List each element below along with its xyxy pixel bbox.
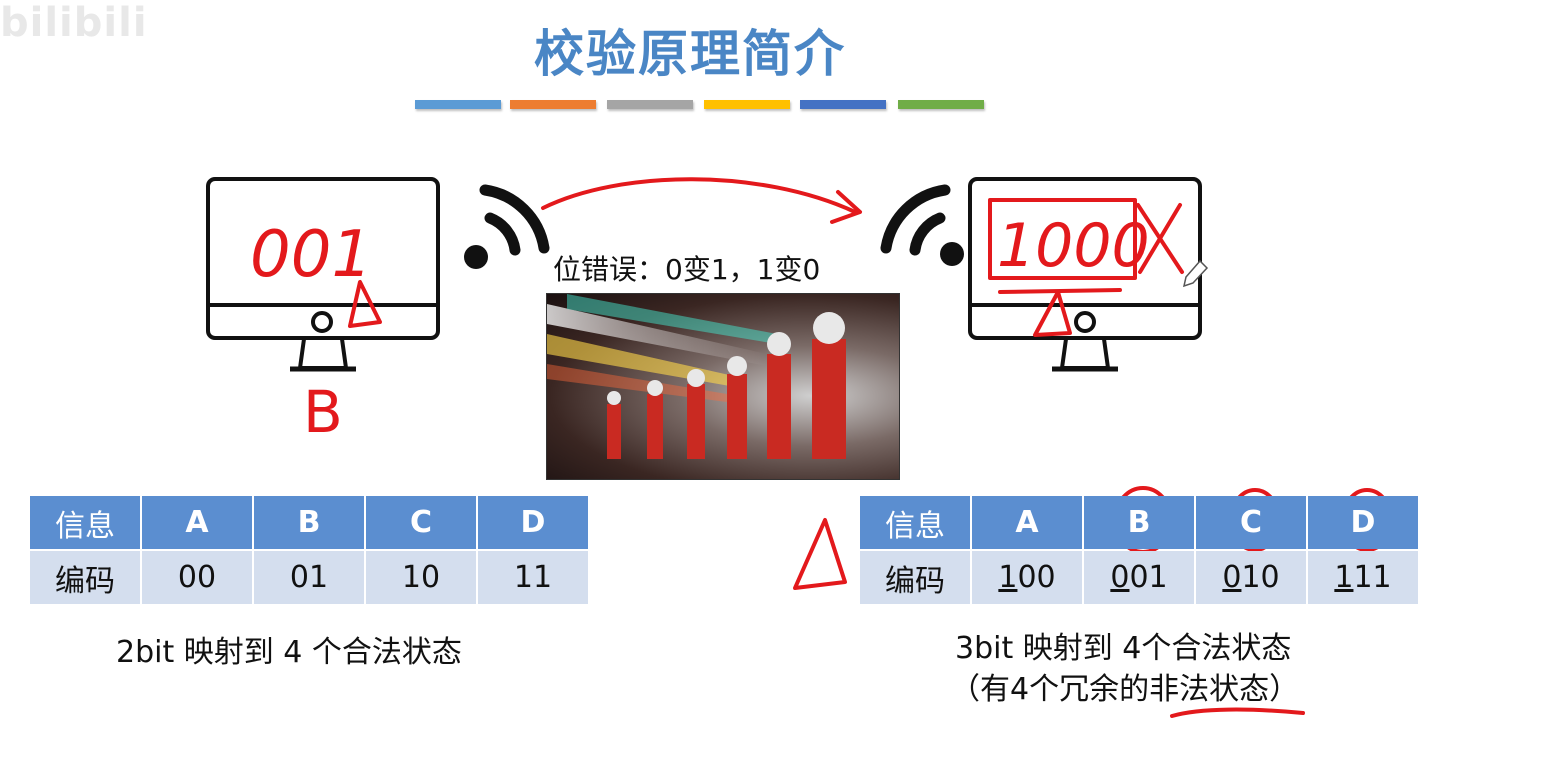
table-header-row: 信息 A B C D xyxy=(860,496,1418,549)
arrow-head xyxy=(830,190,862,224)
table-header-cell: C xyxy=(366,496,476,549)
pencil-icon xyxy=(1182,259,1209,288)
title-bar-5 xyxy=(800,100,886,109)
title-bar-1 xyxy=(415,100,501,109)
transmission-arrow xyxy=(541,177,857,214)
delta-table-mark xyxy=(793,518,847,590)
bit-error-label: 位错误：0变1，1变0 xyxy=(553,253,821,286)
watermark: bilibili xyxy=(0,0,148,46)
parity-bit: 0 xyxy=(1222,560,1242,595)
table-row: 编码 00 01 10 11 xyxy=(30,551,588,604)
title-bar-4 xyxy=(704,100,790,109)
illustration-graphic xyxy=(547,294,846,459)
table-header-cell: D xyxy=(478,496,588,549)
handwritten-value-left: 001 xyxy=(250,218,372,292)
table-header-cell: B xyxy=(1084,496,1194,549)
table-cell: 111 xyxy=(1308,551,1418,604)
table-cell: 11 xyxy=(478,551,588,604)
table-header-cell: B xyxy=(254,496,364,549)
handwritten-value-right: 1000 xyxy=(997,211,1150,281)
right-encoding-table: 信息 A B C D 编码 100 001 010 111 xyxy=(858,494,1420,606)
table-cell: 10 xyxy=(366,551,476,604)
table-cell: 00 xyxy=(142,551,252,604)
table-cell: 001 xyxy=(1084,551,1194,604)
title-bar-6 xyxy=(898,100,984,109)
table-header-cell: A xyxy=(142,496,252,549)
illustration-image xyxy=(546,293,900,480)
table-header-cell: C xyxy=(1196,496,1306,549)
right-monitor-icon xyxy=(968,177,1202,372)
wrong-mark-2 xyxy=(1138,203,1182,274)
table-cell: 010 xyxy=(1196,551,1306,604)
handwritten-label-b: B xyxy=(303,378,343,446)
right-caption-line-1: 3bit 映射到 4个合法状态 xyxy=(955,631,1292,666)
table-row: 编码 100 001 010 111 xyxy=(860,551,1418,604)
wifi-left-icon xyxy=(464,184,550,269)
delta-left-mark xyxy=(348,280,382,328)
table-header-cell: 信息 xyxy=(860,496,970,549)
wifi-right-icon xyxy=(880,184,964,266)
code-bits: 11 xyxy=(1353,560,1392,595)
table-cell: 编码 xyxy=(30,551,140,604)
table-header-row: 信息 A B C D xyxy=(30,496,588,549)
underline-mark xyxy=(998,288,1122,294)
title-bar-2 xyxy=(510,100,596,109)
title-bar-3 xyxy=(607,100,693,109)
delta-right-mark xyxy=(1033,290,1072,337)
table-header-cell: D xyxy=(1308,496,1418,549)
right-caption-line-2: （有4个冗余的非法状态） xyxy=(950,672,1300,707)
left-encoding-table: 信息 A B C D 编码 00 01 10 11 xyxy=(28,494,590,606)
table-cell: 编码 xyxy=(860,551,970,604)
table-header-cell: A xyxy=(972,496,1082,549)
table-cell: 01 xyxy=(254,551,364,604)
left-caption: 2bit 映射到 4 个合法状态 xyxy=(116,635,462,670)
code-bits: 00 xyxy=(1017,560,1056,595)
page-title: 校验原理简介 xyxy=(534,25,846,83)
left-monitor-icon xyxy=(206,177,440,372)
highlight-box xyxy=(988,198,1137,280)
table-cell: 100 xyxy=(972,551,1082,604)
code-bits: 01 xyxy=(1129,560,1168,595)
illegal-underline xyxy=(1170,707,1305,718)
parity-bit: 1 xyxy=(1334,560,1354,595)
table-header-cell: 信息 xyxy=(30,496,140,549)
parity-bit: 0 xyxy=(1110,560,1130,595)
code-bits: 10 xyxy=(1241,560,1280,595)
parity-bit: 1 xyxy=(998,560,1018,595)
